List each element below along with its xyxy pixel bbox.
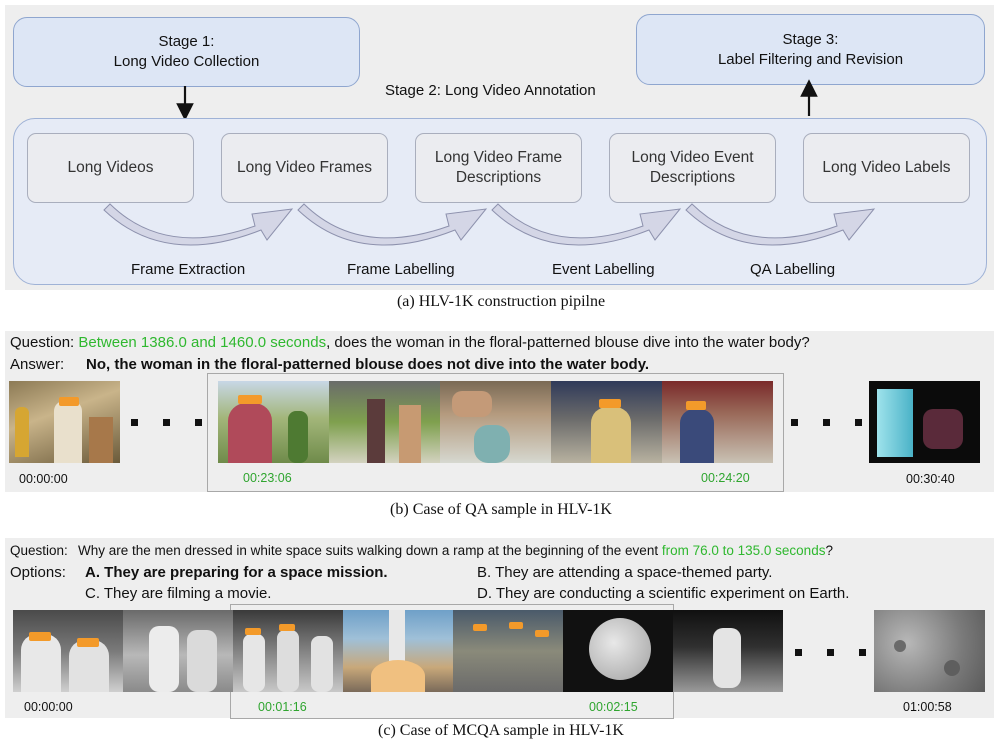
curved-flow-arrows <box>103 203 876 246</box>
timestamp-segment-end: 00:02:15 <box>589 700 638 714</box>
question-label: Question: <box>10 543 68 558</box>
ellipsis-dot <box>791 419 798 426</box>
ellipsis-dot <box>195 419 202 426</box>
step-event-labelling: Event Labelling <box>552 261 655 278</box>
option-d: D. They are conducting a scientific expe… <box>477 585 850 602</box>
step-qa-labelling: QA Labelling <box>750 261 836 278</box>
timestamp-start: 00:00:00 <box>24 700 73 714</box>
curved-arrow-icon <box>297 203 488 246</box>
answer-label: Answer: <box>10 356 65 373</box>
node-long-video-labels: Long Video Labels <box>803 133 970 203</box>
step-frame-labelling: Frame Labelling <box>347 261 455 278</box>
video-frame <box>869 381 980 463</box>
question-label: Question: <box>10 334 75 351</box>
video-frame <box>563 610 673 692</box>
question-text: , does the woman in the floral-patterned… <box>326 334 810 351</box>
timestamp-start: 00:00:00 <box>19 472 68 486</box>
stage3-box: Stage 3: Label Filtering and Revision <box>636 14 985 85</box>
stage3-title: Stage 3: <box>782 30 839 48</box>
curved-arrow-icon <box>103 203 294 246</box>
video-frame <box>329 381 440 463</box>
timestamp-segment-end: 00:24:20 <box>701 471 750 485</box>
curved-arrow-icon <box>491 203 682 246</box>
options-label: Options: <box>10 564 66 581</box>
stage1-title: Stage 1: <box>158 33 215 50</box>
video-frame <box>343 610 453 692</box>
timestamp-end: 01:00:58 <box>903 700 952 714</box>
ellipsis-dot <box>131 419 138 426</box>
video-frame <box>13 610 123 692</box>
pipeline-arrows <box>176 79 818 121</box>
video-frame <box>9 381 120 463</box>
ellipsis-dot <box>855 419 862 426</box>
timestamp-end: 00:30:40 <box>906 472 955 486</box>
question-text: Why are the men dressed in white space s… <box>78 543 662 558</box>
video-frame <box>218 381 329 463</box>
mcqa-question: Question: Why are the men dressed in whit… <box>10 543 833 558</box>
video-frame <box>453 610 563 692</box>
qa-answer: Answer: No, the woman in the floral-patte… <box>10 356 649 373</box>
video-frame <box>662 381 773 463</box>
video-frame <box>874 610 985 692</box>
ellipsis-dot <box>827 649 834 656</box>
option-c: C. They are filming a movie. <box>85 585 272 602</box>
caption-c: (c) Case of MCQA sample in HLV-1K <box>378 722 624 739</box>
stage3-subtitle: Label Filtering and Revision <box>717 50 904 68</box>
ellipsis-dot <box>795 649 802 656</box>
stage1-box: Stage 1: Long Video Collection <box>13 17 360 87</box>
video-frame <box>673 610 783 692</box>
node-long-videos: Long Videos <box>27 133 194 203</box>
node-long-video-frames: Long Video Frames <box>221 133 388 203</box>
option-b: B. They are attending a space-themed par… <box>477 564 773 581</box>
ellipsis-dot <box>859 649 866 656</box>
question-time-highlight: from 76.0 to 135.0 seconds <box>661 543 826 558</box>
qa-question: Question: Between 1386.0 and 1460.0 seco… <box>10 334 810 351</box>
question-time-highlight: Between 1386.0 and 1460.0 seconds <box>78 334 327 351</box>
video-frame <box>123 610 233 692</box>
timestamp-segment-start: 00:01:16 <box>258 700 307 714</box>
caption-b: (b) Case of QA sample in HLV-1K <box>390 501 612 518</box>
stage1-subtitle: Long Video Collection <box>113 53 260 70</box>
option-a: A. They are preparing for a space missio… <box>85 564 388 581</box>
selected-segment-box <box>207 373 784 492</box>
ellipsis-dot <box>163 419 170 426</box>
ellipsis-dot <box>823 419 830 426</box>
answer-text: No, the woman in the floral-patterned bl… <box>86 356 650 373</box>
stage2-title: Stage 2: Long Video Annotation <box>385 82 596 99</box>
video-frame <box>233 610 343 692</box>
curved-arrow-icon <box>685 203 876 246</box>
caption-a: (a) HLV-1K construction pipilne <box>396 293 606 310</box>
video-frame <box>551 381 662 463</box>
step-frame-extraction: Frame Extraction <box>131 261 246 278</box>
timestamp-segment-start: 00:23:06 <box>243 471 292 485</box>
video-frame <box>440 381 551 463</box>
